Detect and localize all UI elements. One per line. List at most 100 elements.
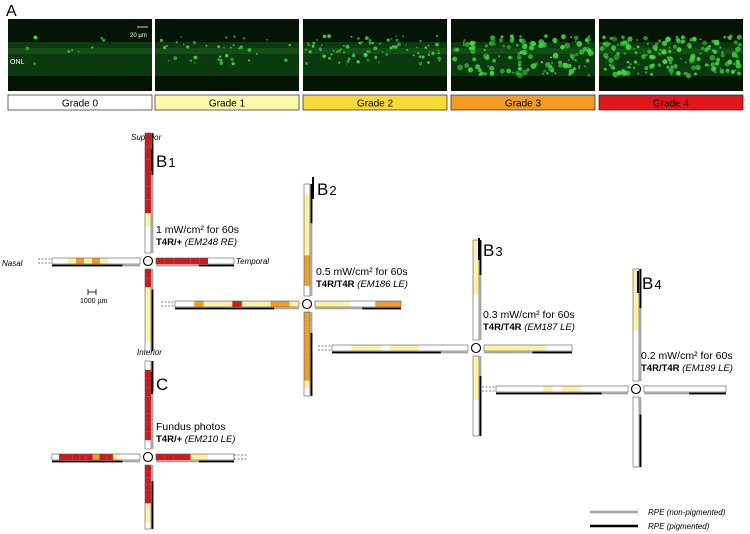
stained-cell [391,45,396,49]
retina-segment [361,345,371,351]
stained-cell [587,46,590,49]
stained-cell [710,62,716,67]
retina-segment [633,269,639,280]
stained-cell [219,58,223,62]
retina-segment [673,386,682,392]
stained-cell [518,63,521,67]
arm-outline [51,257,141,265]
grade-box-0 [7,94,153,111]
stained-cell [470,48,476,54]
stained-cell [493,39,496,43]
stained-cell [657,63,662,67]
stained-cell [543,34,548,38]
stained-cell [390,37,393,40]
eye-id: (EM210 LE) [185,434,236,445]
stained-cell [487,65,490,68]
stained-cell [266,38,269,41]
retina-segment [164,454,174,460]
retina-segment [349,301,358,307]
retina-segment [633,299,639,310]
arm-left [174,300,300,310]
stained-cell [482,53,489,60]
retina-segment [145,314,151,324]
temporal-label: Temporal [236,257,269,266]
stained-cell [644,66,649,70]
retina-segment [145,440,151,449]
stained-cell [616,43,620,46]
stained-cell [701,46,705,50]
stained-cell [517,52,521,56]
stained-cell [67,49,71,54]
stained-cell [71,49,74,52]
stained-cell [650,72,654,76]
retina-segment [304,275,310,286]
retina-segment [106,454,113,460]
retina-segment [438,345,449,351]
stained-cell [541,72,544,75]
stained-cell [173,56,178,61]
stained-cell [568,69,575,75]
stained-cell [564,42,571,49]
stained-cell [538,40,541,43]
stained-cell [626,60,630,64]
stained-cell [437,49,440,52]
stained-cell [637,72,640,75]
arm-outline [303,183,311,297]
stained-cell [585,58,590,63]
stained-cell [437,56,442,61]
stained-cell [546,72,549,75]
stained-cell [609,64,615,70]
retina-segment [501,345,511,351]
stained-cell [386,38,390,42]
stained-cell [575,53,579,57]
stained-cell [512,71,515,75]
grade-box-2 [302,94,448,111]
arm-right [483,344,573,354]
stained-cell [574,35,579,41]
stained-cell [356,60,360,64]
retina-segment [184,301,195,307]
stained-cell [736,34,742,40]
stained-cell [237,47,240,50]
retina-segment [145,465,151,472]
retina-segment [473,385,479,393]
genotype-text: T4R/+ (EM210 LE) [156,434,235,445]
retina-segment [124,258,132,264]
retina-segment [304,334,310,343]
condition-text: 0.5 mW/cm² for 60s [316,266,408,278]
retina-segment [366,301,376,307]
retina-segment [145,477,151,485]
retina-segment [533,386,544,392]
panel-label-sub: 4 [654,277,661,292]
grade-label-2: Grade 2 [357,99,394,110]
retina-segment [666,386,674,392]
stained-cell [340,48,342,51]
stained-cell [307,42,309,44]
retina-segment [232,301,242,307]
retina-segment [633,397,639,404]
retina-segment [571,386,581,392]
retina-segment [473,312,479,322]
retina-segment [554,345,564,351]
stained-cell [517,60,522,65]
stained-cell [248,59,251,62]
stained-cell [574,40,577,43]
stained-cell [719,69,725,74]
stained-cell [338,61,341,64]
retina-segment [473,330,479,340]
retina-segment [473,399,479,407]
stained-cell [522,69,528,76]
retina-segment [208,454,217,460]
stained-cell [637,63,640,66]
retina-segment [225,454,234,460]
stained-cell [602,41,607,46]
arm-outline [174,300,300,308]
retina-segment [145,413,151,423]
stained-cell [163,45,167,50]
stained-cell [462,41,465,44]
arm-outline [483,344,573,352]
stained-cell [558,60,562,65]
stained-cell [318,47,322,51]
